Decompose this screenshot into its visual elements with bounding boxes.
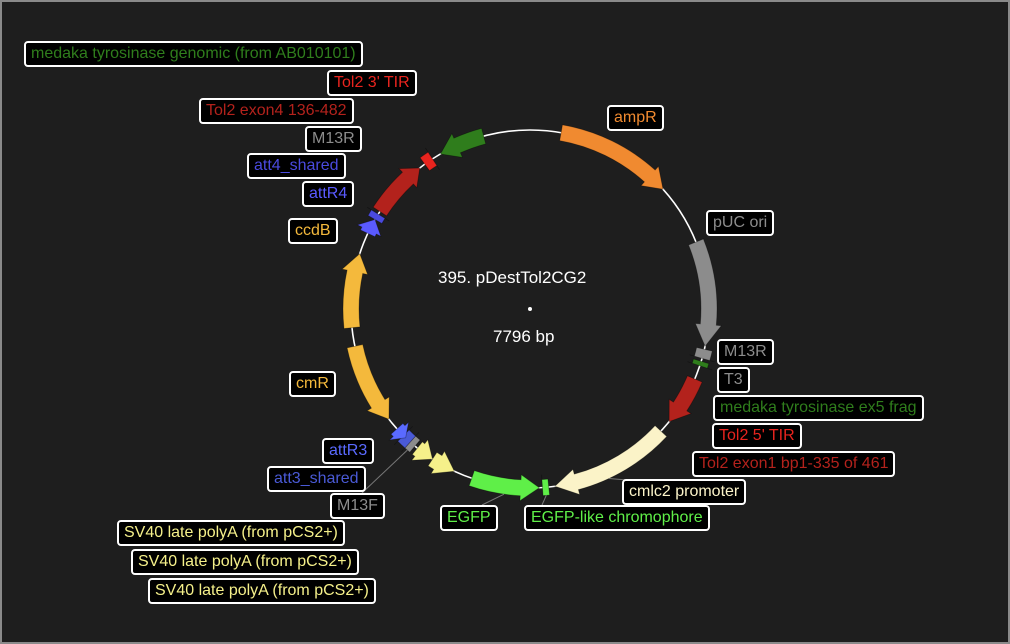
label-attr4[interactable]: attR4 [302, 181, 355, 207]
feature-arc-m13f[interactable] [401, 432, 421, 453]
leader-line-m13f [361, 449, 408, 494]
label-egfp-like[interactable]: EGFP-like chromophore [524, 505, 710, 531]
label-ampr[interactable]: ampR [607, 105, 664, 131]
feature-arc-sv40-2[interactable] [410, 438, 434, 461]
center-dot [528, 307, 532, 311]
label-att3-shared[interactable]: att3_shared [267, 466, 366, 492]
label-tol2-exon4[interactable]: Tol2 exon4 136-482 [199, 98, 354, 124]
label-t3[interactable]: T3 [717, 367, 750, 393]
label-attr3[interactable]: attR3 [322, 438, 375, 464]
label-tol2-3-tir[interactable]: Tol2 3' TIR [327, 70, 417, 96]
label-medaka-tyrosinase-genomic[interactable]: medaka tyrosinase genomic (from AB010101… [24, 41, 363, 67]
feature-arc-egfp[interactable] [468, 470, 541, 502]
leader-line-egfp-like [541, 495, 547, 506]
feature-arc-medaka-tyrosinase-genomic[interactable] [439, 127, 487, 158]
label-m13f[interactable]: M13F [330, 493, 385, 519]
feature-arc-ampr[interactable] [559, 124, 664, 190]
feature-arc-sv40-1[interactable] [427, 450, 455, 475]
label-tol2-exon1[interactable]: Tol2 exon1 bp1-335 of 461 [692, 451, 896, 477]
feature-arc-tol2-3-tir[interactable] [419, 147, 440, 172]
label-medaka-ex5[interactable]: medaka tyrosinase ex5 frag [713, 395, 924, 421]
leader-line-egfp [481, 493, 505, 506]
feature-arc-tol2-exon4[interactable] [372, 167, 421, 217]
label-cmr[interactable]: cmR [289, 371, 336, 397]
label-cmlc2[interactable]: cmlc2 promoter [622, 479, 747, 505]
plasmid-name: 395. pDestTol2CG2 [438, 268, 587, 287]
feature-arc-cmr[interactable] [346, 344, 390, 420]
feature-arc-ccdb[interactable] [341, 253, 369, 329]
label-ccdb[interactable]: ccdB [288, 218, 338, 244]
feature-arc-tol2-exon1[interactable] [668, 375, 703, 423]
label-sv40-1[interactable]: SV40 late polyA (from pCS2+) [117, 520, 345, 546]
feature-arc-cmlc2[interactable] [554, 425, 668, 496]
label-egfp[interactable]: EGFP [440, 505, 498, 531]
label-tol2-5-tir[interactable]: Tol2 5' TIR [712, 423, 802, 449]
plasmid-size: 7796 bp [493, 327, 555, 346]
label-m13r-right[interactable]: M13R [717, 339, 774, 365]
label-puc-ori[interactable]: pUC ori [706, 210, 775, 236]
feature-arc-att4-shared[interactable] [366, 206, 390, 225]
feature-arc-egfp-like[interactable] [541, 474, 550, 501]
label-sv40-3[interactable]: SV40 late polyA (from pCS2+) [148, 578, 376, 604]
label-att4-shared[interactable]: att4_shared [247, 153, 346, 179]
label-m13r-top[interactable]: M13R [305, 126, 362, 152]
feature-arc-medaka-ex5[interactable] [687, 358, 713, 371]
feature-arc-attr4[interactable] [356, 219, 382, 238]
feature-arc-m13r-right[interactable] [689, 346, 715, 363]
feature-arc-attr3[interactable] [388, 421, 410, 441]
label-sv40-2[interactable]: SV40 late polyA (from pCS2+) [131, 549, 359, 575]
feature-arc-puc-ori[interactable] [688, 238, 723, 347]
